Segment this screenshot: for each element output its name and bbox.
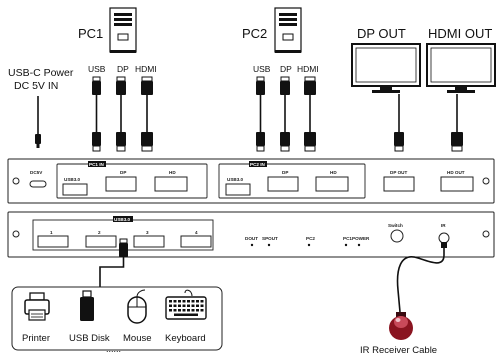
pc1-usb-cable xyxy=(92,76,101,152)
rear-dp-out-label: DP OUT xyxy=(390,170,407,175)
front-usb-port-3 xyxy=(133,235,165,248)
front-usb-group-label: USB3.0 xyxy=(114,217,131,222)
rear-pc1-usb-label: USB3.0 xyxy=(64,177,81,182)
dp-out-label: DP OUT xyxy=(357,26,406,41)
pc1-hdmi-cable xyxy=(141,76,153,152)
pc2-hdmi-cable xyxy=(304,76,316,152)
ir-port xyxy=(438,232,450,244)
rear-pc1-hd-label: HD xyxy=(169,170,176,175)
pc2-dp-cable xyxy=(280,76,290,152)
front-port-4-label: 4 xyxy=(195,230,198,235)
front-led-1-label: DOUT xyxy=(245,236,258,241)
front-port-1-label: 1 xyxy=(50,230,53,235)
usbc-power-label: USB-C Power xyxy=(8,67,74,79)
front-led-2-label: SPOUT xyxy=(262,236,278,241)
usb-c-port xyxy=(29,180,47,188)
front-led-2 xyxy=(267,243,271,247)
rear-pc2-hd-label: HD xyxy=(330,170,337,175)
ir-receiver-cable xyxy=(396,242,447,313)
pc2-tower-icon xyxy=(274,7,302,53)
rear-pc1-in-label: PC1 IN xyxy=(89,162,104,167)
front-led-1 xyxy=(250,243,254,247)
pc1-dp-label: DP xyxy=(117,64,129,74)
hdmi-out-cable xyxy=(451,94,463,152)
rear-hd-out-label: HD OUT xyxy=(447,170,465,175)
rear-pc1-hd-port xyxy=(154,176,188,192)
front-led-5 xyxy=(357,243,361,247)
keyboard-icon xyxy=(165,289,207,320)
dp-monitor-icon xyxy=(351,43,421,93)
pc2-usb-label: USB xyxy=(253,64,271,74)
pc1-usb-label: USB xyxy=(88,64,106,74)
rear-pc2-in-label: PC2 IN xyxy=(250,162,265,167)
printer-icon xyxy=(24,292,50,321)
usbc-power-voltage-label: DC 5V IN xyxy=(14,80,58,92)
hdmi-monitor-icon xyxy=(426,43,496,93)
rear-pc2-usb-port xyxy=(225,183,251,196)
pc2-usb-cable xyxy=(256,76,265,152)
front-usb-cable xyxy=(99,238,128,287)
rear-dp-out-port xyxy=(383,176,415,192)
usb-c-cable xyxy=(35,96,41,148)
rear-panel: DC5V PC1 IN USB3.0 DP HD PC2 IN USB3.0 D… xyxy=(7,158,495,204)
ir-receiver-label: IR Receiver Cable xyxy=(360,345,437,356)
front-usb-port-2 xyxy=(85,235,117,248)
pc1-hdmi-label: HDMI xyxy=(135,64,157,74)
rear-pc2-hd-port xyxy=(315,176,349,192)
front-led-3-label: PC2 xyxy=(306,236,315,241)
rear-pc1-dp-port xyxy=(105,176,137,192)
front-led-5-label: POWER xyxy=(352,236,370,241)
mouse-label: Mouse xyxy=(123,333,152,344)
peripherals-more-label: ...... xyxy=(106,344,121,354)
rear-pc1-usb-port xyxy=(62,183,88,196)
pc2-dp-label: DP xyxy=(280,64,292,74)
pc1-dp-cable xyxy=(116,76,126,152)
rear-pc2-usb-label: USB3.0 xyxy=(227,177,244,182)
keyboard-label: Keyboard xyxy=(165,333,206,344)
printer-label: Printer xyxy=(22,333,50,344)
pc2-label: PC2 xyxy=(242,26,267,41)
pc1-label: PC1 xyxy=(78,26,103,41)
usb-disk-icon xyxy=(80,290,94,321)
switch-button[interactable] xyxy=(390,229,404,243)
rear-pc1-dp-label: DP xyxy=(120,170,126,175)
pc1-tower-icon xyxy=(109,7,137,53)
front-led-4-label: PC1 xyxy=(343,236,352,241)
front-port-3-label: 3 xyxy=(146,230,149,235)
front-led-4 xyxy=(344,243,348,247)
rear-pc2-dp-port xyxy=(267,176,299,192)
dp-out-cable xyxy=(394,94,404,152)
ir-receiver-icon xyxy=(389,312,413,340)
rear-pc2-dp-label: DP xyxy=(282,170,288,175)
hdmi-out-label: HDMI OUT xyxy=(428,26,492,41)
pc2-hdmi-label: HDMI xyxy=(297,64,319,74)
front-panel: USB3.0 1 2 3 4 DOUT SPOUT PC2 PC1 POWER … xyxy=(7,211,495,258)
mouse-icon xyxy=(127,289,147,324)
front-ir-label: IR xyxy=(441,223,446,228)
front-led-3 xyxy=(307,243,311,247)
front-switch-label: Switch xyxy=(388,223,403,228)
rear-hd-out-port xyxy=(440,176,474,192)
rear-dc-label: DC5V xyxy=(30,170,43,175)
front-port-2-label: 2 xyxy=(98,230,101,235)
usb-disk-label: USB Disk xyxy=(69,333,110,344)
front-usb-port-1 xyxy=(37,235,69,248)
front-usb-port-4 xyxy=(180,235,212,248)
